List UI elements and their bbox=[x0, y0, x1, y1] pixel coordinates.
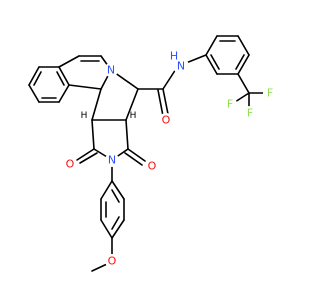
atom-label-o-imide-bottom: O bbox=[148, 160, 157, 173]
ether-oxygen: O bbox=[105, 254, 119, 268]
imide-nitrogen: N bbox=[105, 153, 119, 167]
fluorine-1: F bbox=[263, 86, 277, 100]
molecule-structure: N N N H O O O O F bbox=[28, 35, 277, 272]
fluorine-3: F bbox=[223, 97, 237, 111]
atom-label-f1: F bbox=[267, 87, 273, 100]
atom-label-h-stereo2: H bbox=[130, 111, 137, 121]
atom-label-h-amide: H bbox=[170, 50, 178, 63]
atom-label-f3: F bbox=[227, 98, 233, 111]
fluorine-2: F bbox=[243, 106, 257, 120]
isoquinoline-nitrogen: N bbox=[104, 63, 118, 77]
amide-oxygen: O bbox=[159, 113, 173, 127]
atom-label-o-imide-top: O bbox=[66, 158, 75, 171]
amide-nitrogen: N H bbox=[170, 50, 189, 74]
atom-label-n-imide: N bbox=[108, 154, 116, 167]
atom-label-f2: F bbox=[247, 107, 253, 120]
stereo-hydrogen-2: H bbox=[130, 111, 137, 121]
atom-label-n-amide: N bbox=[177, 60, 185, 73]
atom-label-o-ether: O bbox=[108, 255, 117, 268]
atom-label-o-amide: O bbox=[162, 114, 171, 127]
stereo-hydrogen-1: H bbox=[81, 111, 88, 121]
imide-oxygen-top: O bbox=[63, 157, 77, 171]
bond-layer bbox=[28, 35, 266, 272]
atom-label-layer: N N N H O O O O F bbox=[63, 50, 277, 268]
atom-label-n-isoquinoline: N bbox=[107, 64, 115, 77]
atom-label-h-stereo1: H bbox=[81, 111, 88, 121]
imide-oxygen-bottom: O bbox=[145, 159, 159, 173]
